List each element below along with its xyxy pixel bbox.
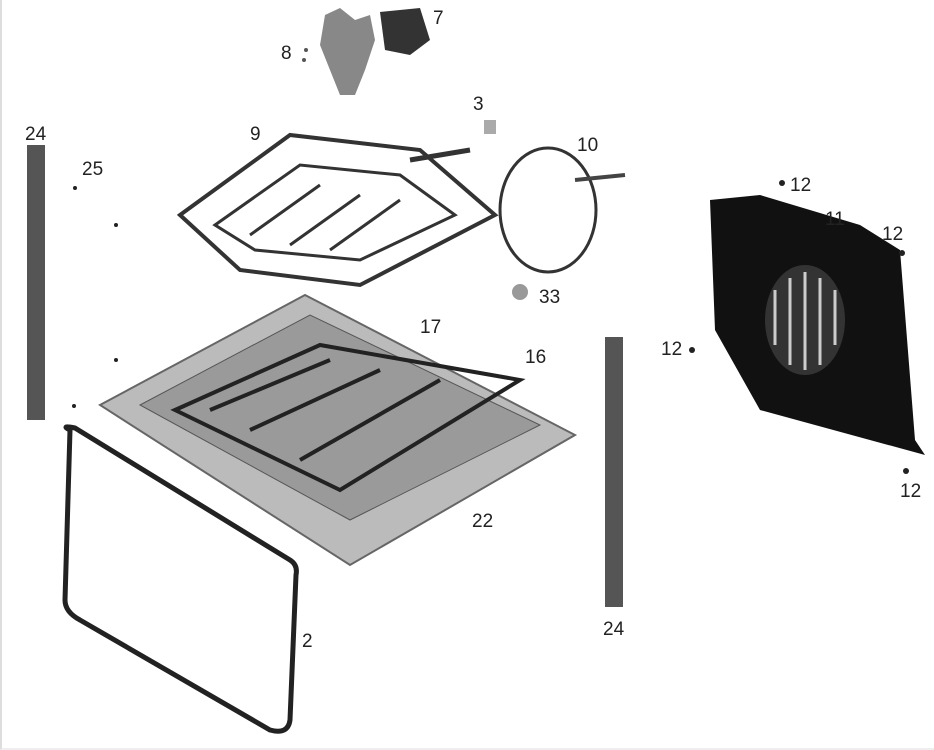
- label-12-bottom: 12: [900, 481, 922, 502]
- label-12-top: 12: [790, 175, 812, 196]
- label-3: 3: [473, 94, 484, 115]
- label-24-right: 24: [603, 619, 625, 640]
- base-plate-part: [98, 293, 578, 567]
- label-11: 11: [825, 209, 845, 230]
- side-rail-left-part: [27, 145, 45, 420]
- label-33: 33: [539, 287, 561, 308]
- top-element-part: [176, 132, 499, 288]
- label-12-right: 12: [882, 224, 904, 245]
- label-12-left: 12: [661, 339, 683, 360]
- screw-8b: [302, 58, 306, 62]
- thermostat-part: [484, 120, 496, 134]
- bottom-element-part: [170, 342, 526, 493]
- label-10: 10: [577, 135, 599, 156]
- label-24-left: 24: [25, 124, 47, 145]
- label-16: 16: [525, 347, 547, 368]
- label-2: 2: [302, 631, 313, 652]
- door-seal-part: [62, 424, 299, 734]
- label-22: 22: [472, 511, 494, 532]
- circular-element-part: [498, 146, 598, 274]
- side-rail-right-part: [605, 337, 623, 607]
- label-9: 9: [250, 124, 261, 145]
- lamp-part: [512, 284, 528, 300]
- screws-12: [72, 180, 909, 474]
- label-25: 25: [82, 159, 104, 180]
- fan-blade-part: [320, 8, 430, 95]
- screw-8: [304, 48, 308, 52]
- label-17: 17: [420, 317, 442, 338]
- label-7: 7: [433, 8, 444, 29]
- label-8: 8: [281, 43, 292, 64]
- fan-cover-part: [710, 195, 925, 455]
